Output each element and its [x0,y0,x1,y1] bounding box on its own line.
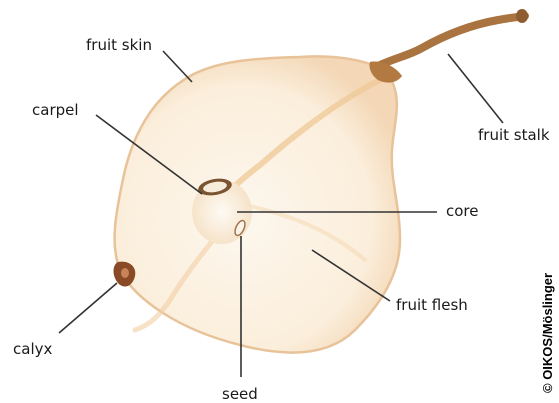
calyx-center [121,268,129,278]
pear-flesh [115,56,400,352]
label-fruit-stalk: fruit stalk [478,128,550,143]
leader-fruit-skin [163,51,192,82]
label-core: core [446,204,479,219]
stalk-tip [516,9,528,23]
leader-calyx [59,283,117,333]
label-fruit-flesh: fruit flesh [396,298,468,313]
copyright-credit: © OIKOS/Möslinger [540,273,555,393]
label-fruit-skin: fruit skin [86,38,152,53]
leader-fruit-stalk [448,54,503,123]
label-seed: seed [222,387,258,402]
label-calyx: calyx [13,342,52,357]
label-carpel: carpel [32,103,79,118]
